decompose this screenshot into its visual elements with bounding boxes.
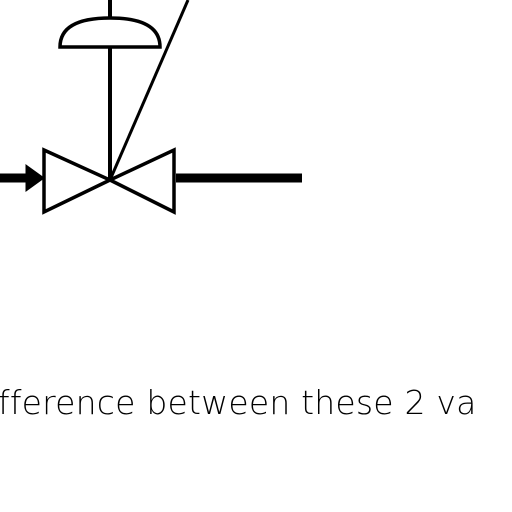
caption-text: fference between these 2 va bbox=[0, 383, 477, 422]
valve-right-triangle bbox=[105, 147, 176, 215]
actuator-dome bbox=[58, 16, 162, 49]
flow-arrow bbox=[25, 164, 45, 192]
valve-left-triangle bbox=[42, 147, 115, 215]
diagonal-line bbox=[108, 0, 190, 181]
